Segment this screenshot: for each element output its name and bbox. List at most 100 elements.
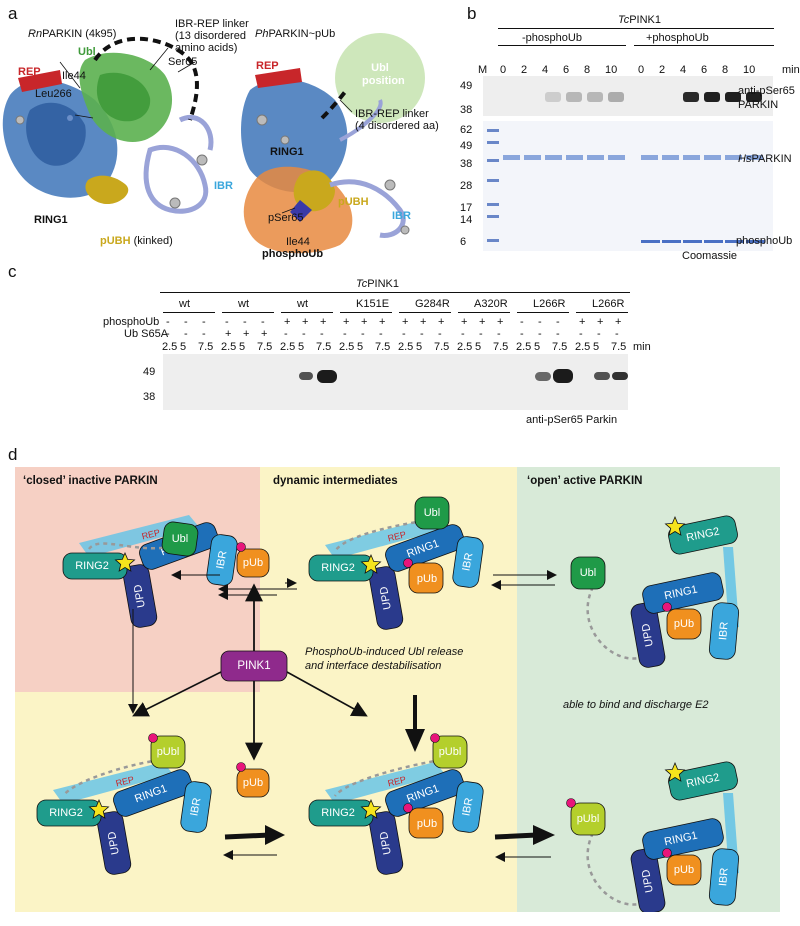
ubl-linker [586,586,644,660]
ring1-domain [642,572,724,614]
parkin-band [503,155,520,160]
ibr-domain [452,536,484,588]
plus-bracket [634,45,774,46]
time-label: 10 [605,64,618,76]
ubl-domain [414,496,450,530]
rep-label: REP [141,527,161,541]
blot-band [608,92,624,102]
blot-mw-49: 49 [460,80,473,92]
time-point: 2.5 [280,341,296,353]
arrow-pink1-left [132,671,222,717]
ubl-linker [87,542,172,550]
phosphoub-band [704,240,723,243]
mechanism-diagram: UPDREPRING1IBRRING2UblUPDREPRING1IBRRING… [36,496,740,912]
gel-mw-label: 62 [460,124,473,136]
gel-mw-label: 28 [460,180,473,192]
time-point: 7.5 [257,341,273,353]
group-underline [222,312,274,313]
time-point: 7.5 [375,341,391,353]
parkin-band [746,155,763,160]
ubs65a-sign: - [597,328,601,340]
phosphoub-sign: + [302,316,309,328]
label-pubh-left: pUBH (kinked) [100,235,173,247]
time-point: 2.5 [221,341,237,353]
time-point: 7.5 [434,341,450,353]
rep-label: REP [387,529,407,543]
blot-band [553,369,573,383]
upd-label: UPD [378,830,394,855]
western-blot [483,76,773,116]
free-pub-domain [236,548,270,578]
bound-pub-domain [666,854,702,886]
upd-domain [630,848,666,912]
group-label: wt [297,298,308,310]
group-underline [576,312,628,313]
phosphoub-band [746,240,765,243]
time-label: 4 [680,64,687,76]
blot-band [704,92,720,102]
ladder-band [487,141,499,144]
upd-domain [96,811,132,875]
ubs65a-sign: - [402,328,406,340]
phosphoub-sign: - [538,316,542,328]
catalytic-star [114,551,136,572]
panel-c-title: TcPINK1 [356,278,400,290]
structure-left-title: RnPARKIN (4k95) [28,28,117,40]
phospho-dot [566,798,576,808]
phosphoub-band [683,240,702,243]
panel-label-d: d [8,445,18,464]
ubs65a-sign: - [379,328,383,340]
panel-c-caption: anti-pSer65 Parkin [526,414,618,426]
phosphoub-sign: - [556,316,560,328]
parkin-band [587,155,604,160]
catalytic-star [664,515,686,536]
ubs65a-sign: + [243,328,250,340]
ubl-domain [161,521,199,557]
parkin-band [683,155,700,160]
group-underline [517,312,569,313]
group-label: L266R [592,298,625,310]
label-ibr-left: IBR [214,180,233,192]
ubs65a-sign: - [615,328,619,340]
ubl-linker [586,832,644,906]
ladder-band [487,129,499,132]
phosphoub-sign: + [284,316,291,328]
time-label: 8 [722,64,729,76]
catalytic-star [360,553,382,574]
time-point: 2.5 [339,341,355,353]
panel-label-c: c [8,262,17,281]
time-point: 7.5 [552,341,568,353]
ring2-label: RING2 [321,562,355,574]
ubs65a-sign: - [420,328,424,340]
coomassie-label: Coomassie [682,250,738,262]
ibr-label: IBR [214,550,229,570]
upd-domain [630,602,666,668]
phosphoub-sign: + [343,316,350,328]
ring2-label: RING2 [49,807,83,819]
label-pser65: pSer65 [268,212,304,224]
blot-band [725,92,741,102]
upd-label: UPD [378,585,394,610]
label-pubh-right: pUBH [338,196,369,208]
ubl-domain [150,735,186,769]
free-pub-domain [236,768,270,798]
min-label: min [782,64,800,76]
time-point: 2.5 [398,341,414,353]
ibr-domain [180,781,212,833]
panel-label-b: b [467,4,477,23]
rep-helix [325,517,445,559]
panel-a: RnPARKIN (4k95) IBR-REP linker(13 disord… [0,0,460,260]
group-underline [399,312,451,313]
phosphoub-sign: + [597,316,604,328]
panel-b-title: TcPINK1 [618,14,662,26]
upd-label: UPD [640,622,656,647]
phosphoub-sign: + [497,316,504,328]
phosphoub-sign: + [420,316,427,328]
open-title: ‘open’ active PARKIN [527,475,643,487]
upd-domain [122,564,158,628]
ubs65a-sign: - [479,328,483,340]
time-label: 2 [521,64,528,76]
group-plus-phosphoub: +phosphoUb [646,32,709,44]
upd-domain [368,566,404,630]
